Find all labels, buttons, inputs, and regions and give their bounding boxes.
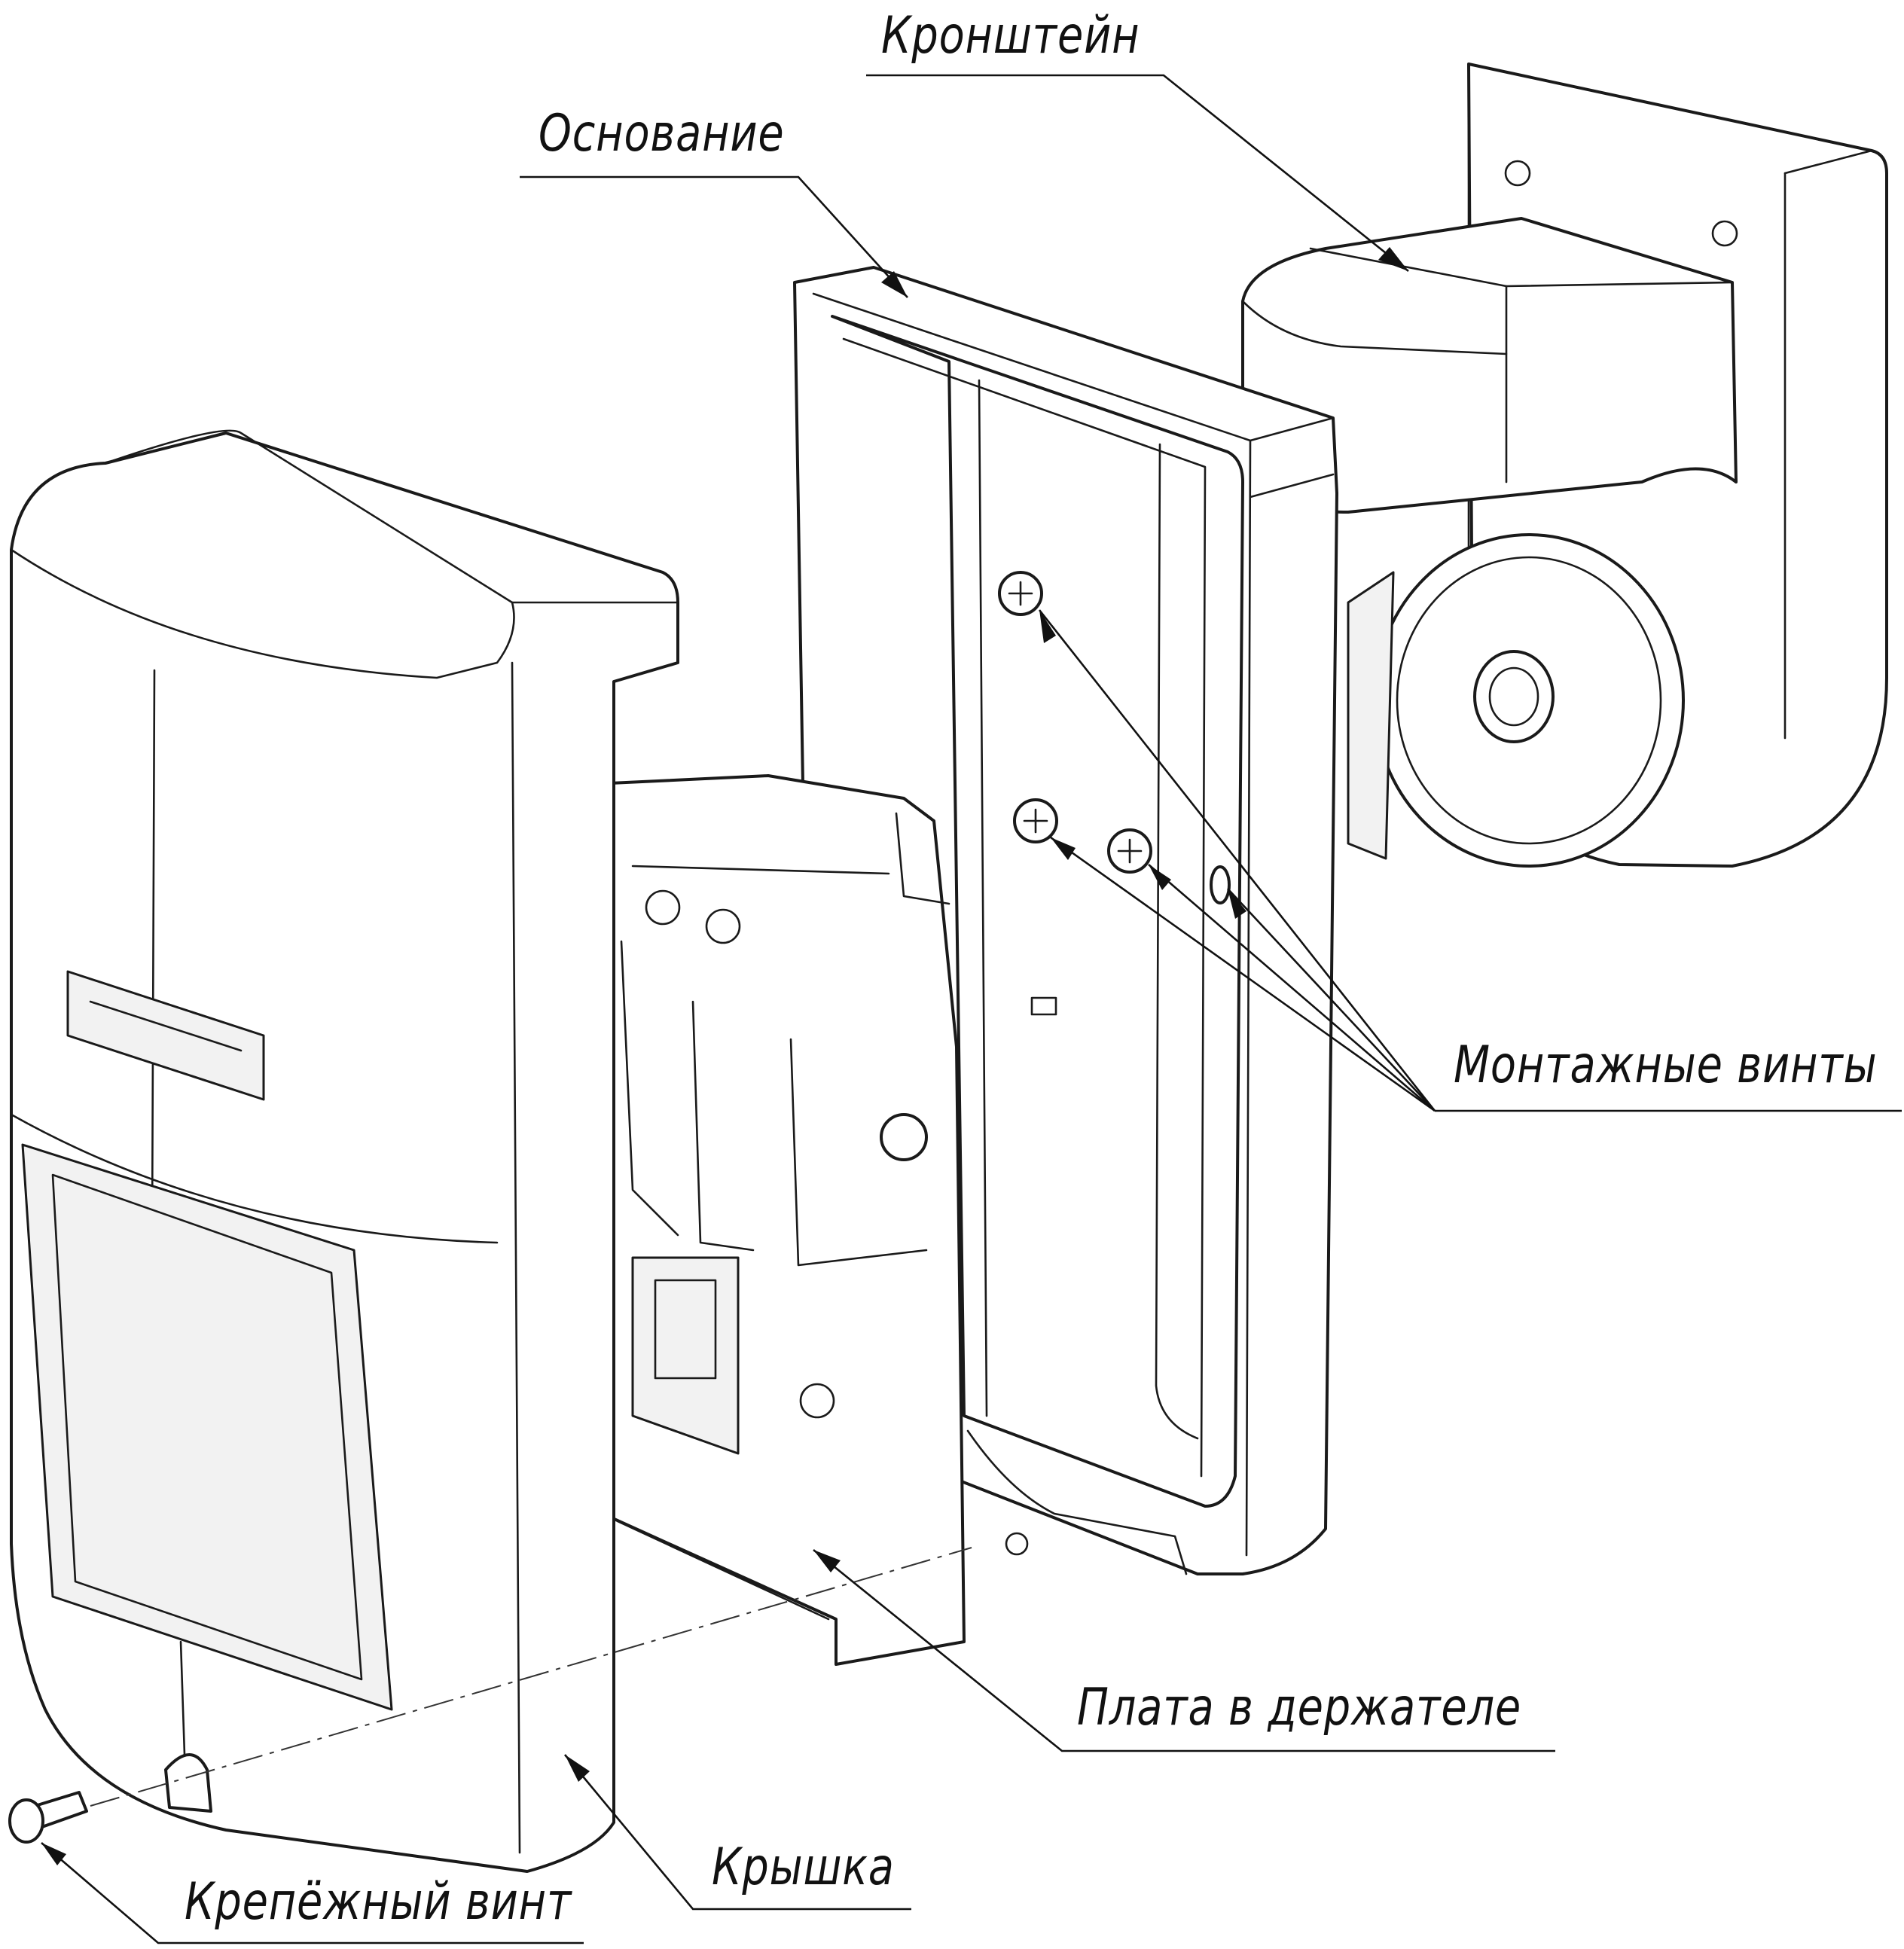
fixing-screw-part: [8, 1791, 88, 1844]
bracket-part: [1241, 63, 1888, 868]
label-mounting-screws: Монтажные винты: [1454, 1036, 1878, 1095]
label-board-in-holder: Плата в держателе: [1077, 1678, 1522, 1737]
label-base: Основание: [539, 104, 785, 163]
label-bracket: Кронштейн: [881, 6, 1140, 66]
assembly-axis: [90, 1547, 972, 1807]
label-fixing-screw: Крепёжный винт: [185, 1872, 572, 1932]
cover-part: [10, 429, 679, 1873]
board-in-holder-part: [601, 774, 966, 1666]
mounting-screws: [998, 571, 1231, 904]
leaders: [41, 74, 1902, 1944]
label-cover: Крышка: [712, 1838, 895, 1897]
